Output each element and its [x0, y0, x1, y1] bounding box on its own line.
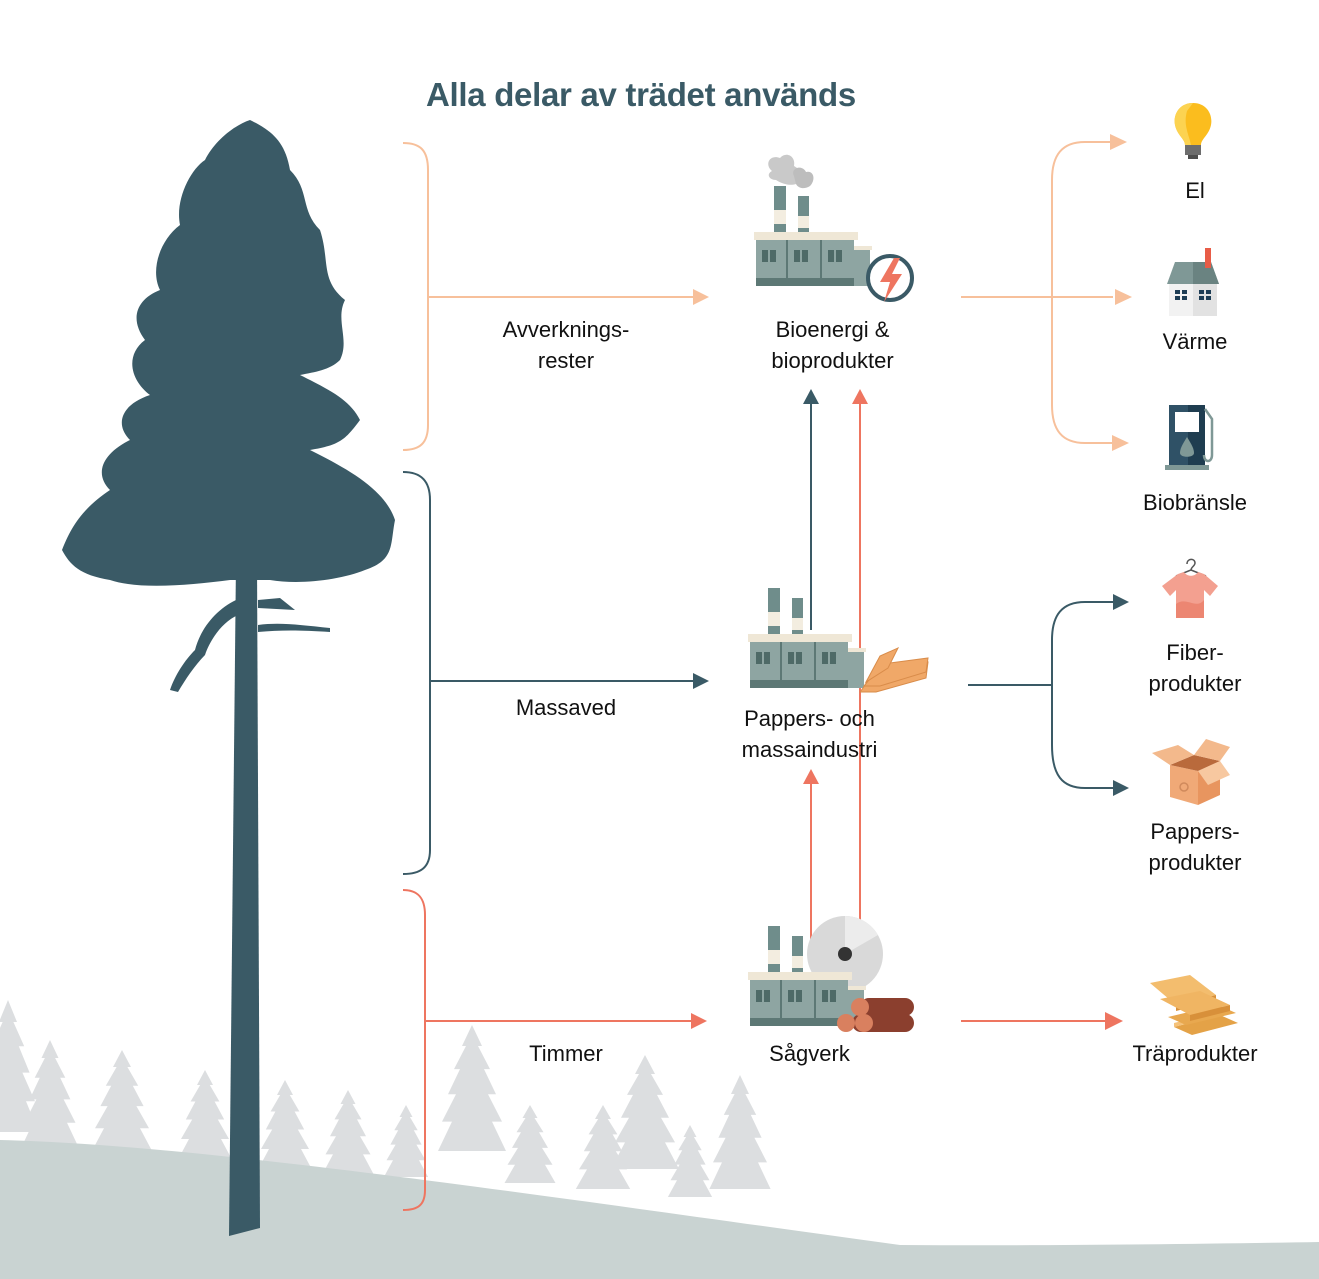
raw-material-label-residues: Avverknings- rester — [502, 317, 630, 373]
t-shirt-icon — [1162, 558, 1218, 618]
tree-icon — [62, 120, 395, 1236]
timber-bracket — [402, 889, 426, 1211]
bioenergy-outputs — [961, 141, 1113, 444]
arrow-residues-to-bioenergy — [429, 289, 709, 305]
cardboard-box-icon — [1152, 739, 1230, 805]
ground-hill — [0, 1140, 1319, 1279]
wood-planks-icon — [1150, 975, 1238, 1035]
page-title: Alla delar av trädet används — [426, 76, 856, 113]
industry-label-bioenergy: Bioenergi & bioprodukter — [771, 317, 894, 373]
logs-icon — [837, 998, 914, 1032]
residues-bracket — [402, 142, 429, 451]
arrow-paper-mill-to-bioenergy — [803, 389, 819, 630]
arrow-timber-to-sawmill — [426, 1013, 707, 1029]
paper-mill-outputs — [968, 601, 1113, 789]
arrow-sawmill-to-paper-mill — [803, 769, 819, 940]
industry-label-paper-mill: Pappers- och massaindustri — [741, 706, 878, 762]
paper-mill-arrowheads — [1113, 594, 1129, 796]
power-plant-icon — [754, 154, 914, 302]
bioenergy-arrowheads — [1110, 134, 1132, 451]
product-label-tra: Träprodukter — [1132, 1041, 1258, 1066]
product-label-el: El — [1185, 178, 1205, 203]
house-icon — [1167, 248, 1219, 316]
product-label-papper: Pappers- produkter — [1148, 819, 1242, 875]
sawmill-icon — [748, 915, 914, 1032]
product-label-biobransle: Biobränsle — [1143, 490, 1247, 515]
raw-material-label-timber: Timmer — [529, 1041, 603, 1066]
industry-label-sawmill: Sågverk — [769, 1041, 850, 1066]
arrow-pulpwood-to-paper-mill — [431, 673, 709, 689]
paper-mill-icon — [748, 588, 929, 693]
product-label-fiber: Fiber- produkter — [1148, 640, 1242, 696]
raw-material-label-pulpwood: Massaved — [515, 695, 617, 720]
arrow-sawmill-to-wood-products — [961, 1012, 1123, 1030]
product-label-varme: Värme — [1162, 329, 1228, 354]
paper-stack-icon — [859, 646, 929, 693]
light-bulb-icon — [1174, 103, 1212, 159]
pulpwood-bracket — [402, 471, 431, 875]
fuel-pump-icon — [1165, 405, 1214, 470]
